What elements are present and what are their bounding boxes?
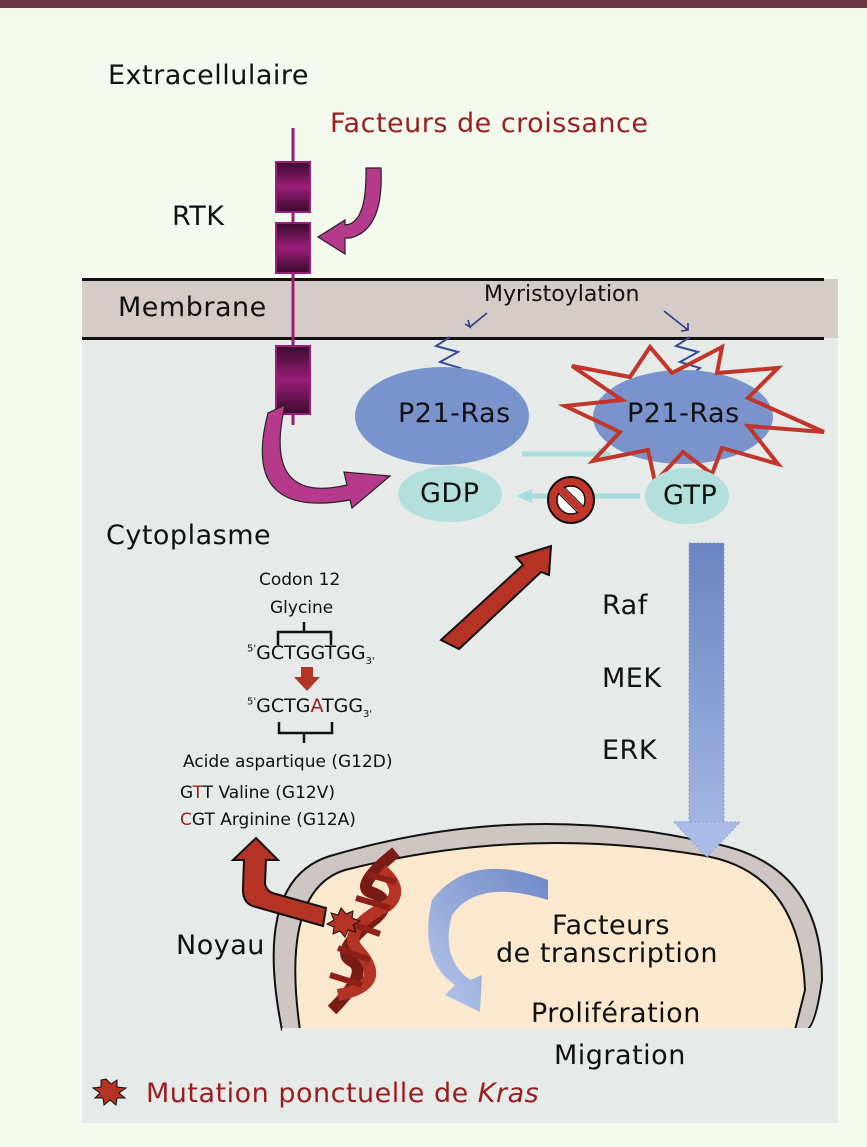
- g12a-label: CGT Arginine (G12A): [180, 810, 356, 830]
- rtk-label: RTK: [172, 201, 225, 232]
- codon-bracket-bottom: [277, 722, 334, 743]
- lipid-anchor-right: [673, 336, 703, 377]
- sequence-mutation-arrow: [294, 667, 320, 691]
- erk-label: ERK: [602, 735, 658, 766]
- proliferation-label: Prolifération: [531, 998, 701, 1029]
- membrane-outer-line: [82, 278, 824, 281]
- extracellular-label: Extracellulaire: [108, 60, 310, 91]
- myristoylation-label: Myristoylation: [484, 282, 640, 307]
- ras-inactive-label: P21-Ras: [398, 398, 511, 429]
- nucleus-exit-arrow: [230, 836, 328, 928]
- ras-inactive-shape: [355, 367, 529, 465]
- ras-active-burst: [557, 343, 825, 487]
- g12d-label: Acide aspartique (G12D): [183, 752, 393, 772]
- legend-mutation-star-icon: [91, 1078, 128, 1106]
- ras-active-label: P21-Ras: [627, 398, 740, 429]
- nucleus: [272, 823, 824, 1038]
- growth-factor-arrow: [316, 167, 382, 256]
- codon-bracket-top: [276, 622, 333, 645]
- membrane-label: Membrane: [118, 292, 267, 323]
- cytoplasm-label: Cytoplasme: [106, 520, 272, 551]
- ras-active-shape: [593, 370, 773, 464]
- header-bar: [0, 0, 867, 8]
- transcription-factors-line1: Facteurs: [552, 910, 670, 941]
- glycine-label: Glycine: [270, 598, 334, 618]
- membrane-band: [82, 279, 838, 338]
- nucleus-label: Noyau: [176, 930, 265, 961]
- raf-label: Raf: [602, 590, 648, 621]
- mutation-star-icon: [325, 907, 362, 938]
- mek-label: MEK: [602, 663, 662, 694]
- gtp-shape: [645, 468, 729, 524]
- gtp-label: GTP: [663, 480, 718, 511]
- mapk-cascade-arrow: [672, 542, 742, 858]
- rtk-receptor: [275, 128, 311, 425]
- g12v-label: GTT Valine (G12V): [180, 783, 335, 803]
- wild-type-sequence: 5'GCTGGTGG3': [247, 642, 375, 667]
- membrane-inner-line: [82, 337, 824, 340]
- gdp-shape: [398, 466, 502, 522]
- myristoylation-arrow-right: [663, 310, 689, 331]
- mutant-sequence: 5'GCTGATGG3': [247, 695, 373, 720]
- dna-helix-icon: [327, 847, 402, 1015]
- codon-label: Codon 12: [259, 570, 341, 590]
- migration-label: Migration: [554, 1040, 686, 1071]
- transcription-factors-line2: de transcription: [496, 938, 719, 969]
- transcription-arrow: [428, 868, 548, 1012]
- prohibited-icon: [547, 476, 595, 524]
- growth-factors-label: Facteurs de croissance: [330, 108, 649, 139]
- legend-label: Mutation ponctuelle de Kras: [146, 1078, 540, 1109]
- mutation-effect-arrow: [439, 544, 553, 651]
- myristoylation-arrow-left: [469, 312, 488, 328]
- activation-arrow: [261, 403, 392, 510]
- gdp-label: GDP: [420, 478, 480, 509]
